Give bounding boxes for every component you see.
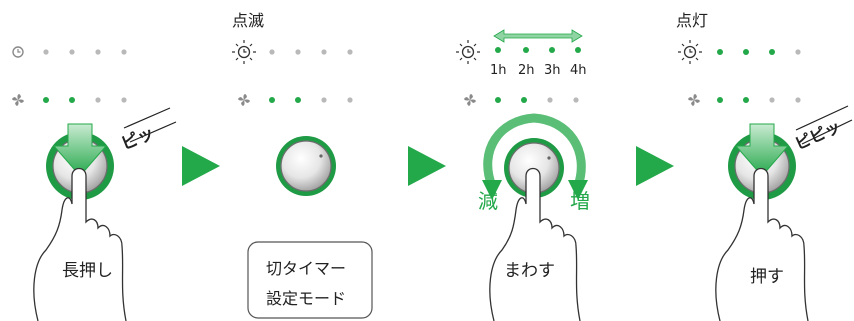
status-label: 点滅	[232, 11, 264, 30]
caption: 長押し	[62, 261, 113, 281]
fan-icon	[688, 94, 700, 106]
sound-lines-icon	[123, 107, 177, 143]
mode-box	[247, 241, 373, 319]
caption: 押す	[750, 267, 784, 287]
fan-icon	[238, 94, 250, 106]
hour-label: 2h	[518, 63, 535, 78]
arrow-right-icon	[182, 146, 220, 186]
status-label: 点灯	[676, 11, 708, 30]
timer-lit-icon	[232, 40, 256, 64]
range-arrow-icon	[493, 29, 583, 43]
hand-icon	[489, 167, 581, 321]
arrow-right-icon	[636, 146, 674, 186]
timer-led-row	[495, 47, 581, 53]
panel-1: ピッ 長押し	[12, 46, 177, 321]
fan-led-row	[43, 97, 127, 103]
arrow-right-icon	[408, 146, 446, 186]
timer-led-row	[269, 49, 353, 55]
rotate-arrowhead-left-icon	[482, 180, 502, 200]
clock-icon	[12, 46, 24, 58]
hour-label: 4h	[570, 63, 587, 78]
press-down-arrow-icon	[52, 123, 108, 177]
sound-text: ピピッ	[792, 117, 844, 154]
timer-led-row	[43, 49, 127, 55]
timer-lit-icon	[678, 40, 702, 64]
panel-2: 点滅 切タイマー 設定モード	[232, 11, 373, 319]
hour-label: 1h	[490, 63, 507, 78]
increase-label: 増	[570, 189, 590, 213]
fan-led-row	[717, 97, 801, 103]
hour-label: 3h	[544, 63, 561, 78]
hand-icon	[33, 167, 127, 321]
fan-icon	[12, 94, 24, 106]
hand-icon	[715, 167, 809, 321]
panel-3: 1h 2h 3h 4h 減 増 まわす	[456, 29, 590, 321]
caption: まわす	[504, 261, 555, 281]
timer-led-row	[717, 49, 801, 55]
timer-lit-icon	[456, 40, 480, 64]
panel-4: 点灯 ピピッ 押す	[676, 11, 853, 321]
decrease-label: 減	[478, 189, 498, 213]
knob-button[interactable]	[276, 136, 336, 196]
sound-lines-icon	[795, 105, 853, 145]
mode-line-2: 設定モード	[266, 289, 346, 308]
rotate-arrowhead-right-icon	[568, 180, 588, 200]
fan-led-row	[269, 97, 353, 103]
mode-line-1: 切タイマー	[266, 259, 346, 278]
fan-icon	[464, 94, 476, 106]
rotate-arrow-icon	[483, 113, 586, 188]
fan-led-row	[495, 97, 579, 103]
press-down-arrow-icon	[734, 123, 790, 177]
